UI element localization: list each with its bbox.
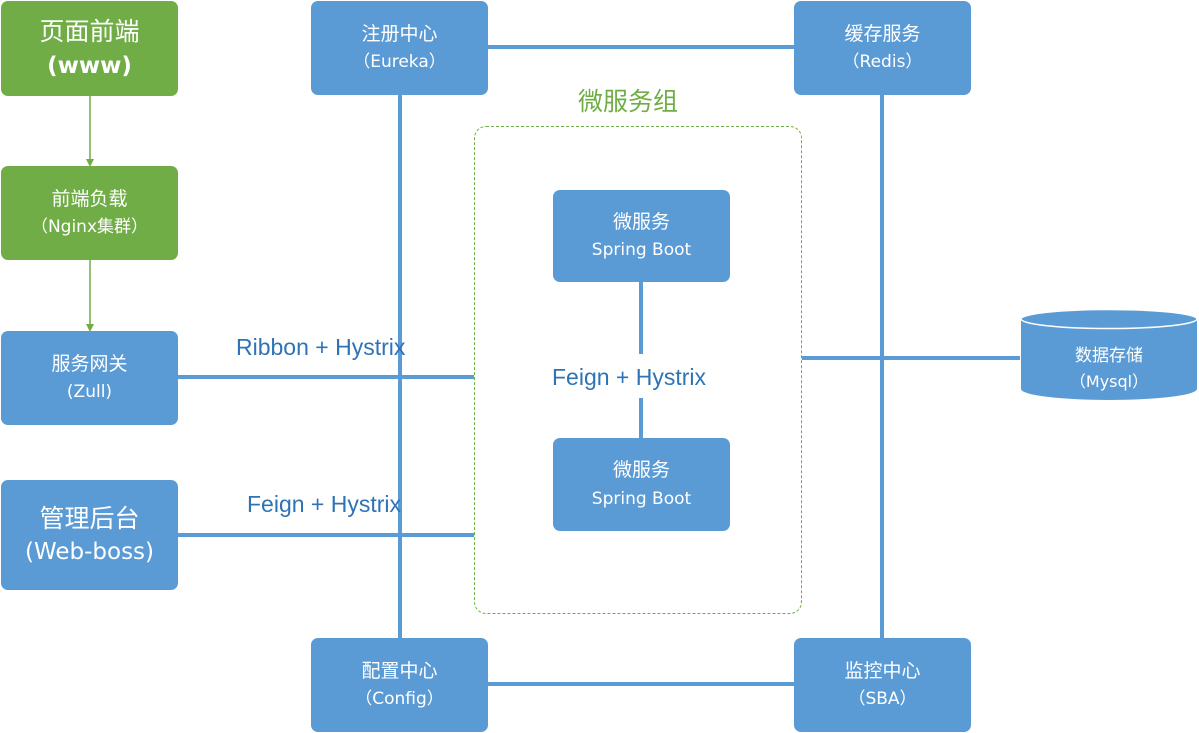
admin-node[interactable]: 管理后台 (Web-boss)	[1, 480, 178, 590]
config-label: 配置中心	[361, 659, 438, 682]
microservice-top-node[interactable]: 微服务 Spring Boot	[553, 190, 730, 282]
mysql-label: 数据存储	[1075, 346, 1143, 366]
microservice-bottom-node[interactable]: 微服务 Spring Boot	[553, 438, 730, 531]
sba-sublabel: （SBA）	[848, 689, 917, 710]
admin-link-label: Feign + Hystrix	[247, 491, 402, 517]
admin-sublabel: (Web-boss)	[24, 539, 155, 566]
admin-label: 管理后台	[39, 504, 140, 534]
eureka-label: 注册中心	[361, 22, 438, 45]
eureka-node[interactable]: 注册中心 （Eureka）	[311, 1, 488, 95]
config-sublabel: （Config）	[355, 689, 444, 710]
mysql-sublabel: （Mysql）	[1069, 372, 1149, 392]
redis-node[interactable]: 缓存服务 （Redis）	[794, 1, 971, 95]
microservice-group-title: 微服务组	[578, 87, 679, 116]
frontend-label: 页面前端	[39, 16, 140, 46]
redis-label: 缓存服务	[844, 22, 921, 45]
frontend-node[interactable]: 页面前端 (www)	[1, 1, 178, 96]
gateway-sublabel: (Zull)	[66, 382, 113, 403]
microservice-group-frame	[474, 126, 802, 614]
config-node[interactable]: 配置中心 （Config）	[311, 638, 488, 732]
sba-label: 监控中心	[844, 659, 921, 682]
frontend-sublabel: (www)	[47, 52, 132, 79]
microservice-top-label: 微服务	[612, 210, 670, 233]
microservice-bottom-label: 微服务	[612, 459, 670, 482]
sba-node[interactable]: 监控中心 （SBA）	[794, 638, 971, 732]
inner-link-label: Feign + Hystrix	[552, 364, 707, 391]
nginx-node[interactable]: 前端负载 （Nginx集群）	[1, 166, 178, 260]
gateway-link-label: Ribbon + Hystrix	[236, 334, 406, 360]
gateway-node[interactable]: 服务网关 (Zull)	[1, 331, 178, 425]
gateway-label: 服务网关	[51, 352, 128, 375]
redis-sublabel: （Redis）	[842, 52, 923, 73]
eureka-sublabel: （Eureka）	[353, 52, 446, 73]
mysql-node[interactable]: 数据存储 （Mysql）	[1020, 308, 1198, 401]
microservice-top-sublabel: Spring Boot	[591, 240, 692, 261]
database-cylinder-icon	[1020, 308, 1198, 400]
nginx-label: 前端负载	[51, 187, 128, 210]
microservice-bottom-sublabel: Spring Boot	[591, 488, 692, 509]
nginx-sublabel: （Nginx集群）	[30, 217, 149, 238]
